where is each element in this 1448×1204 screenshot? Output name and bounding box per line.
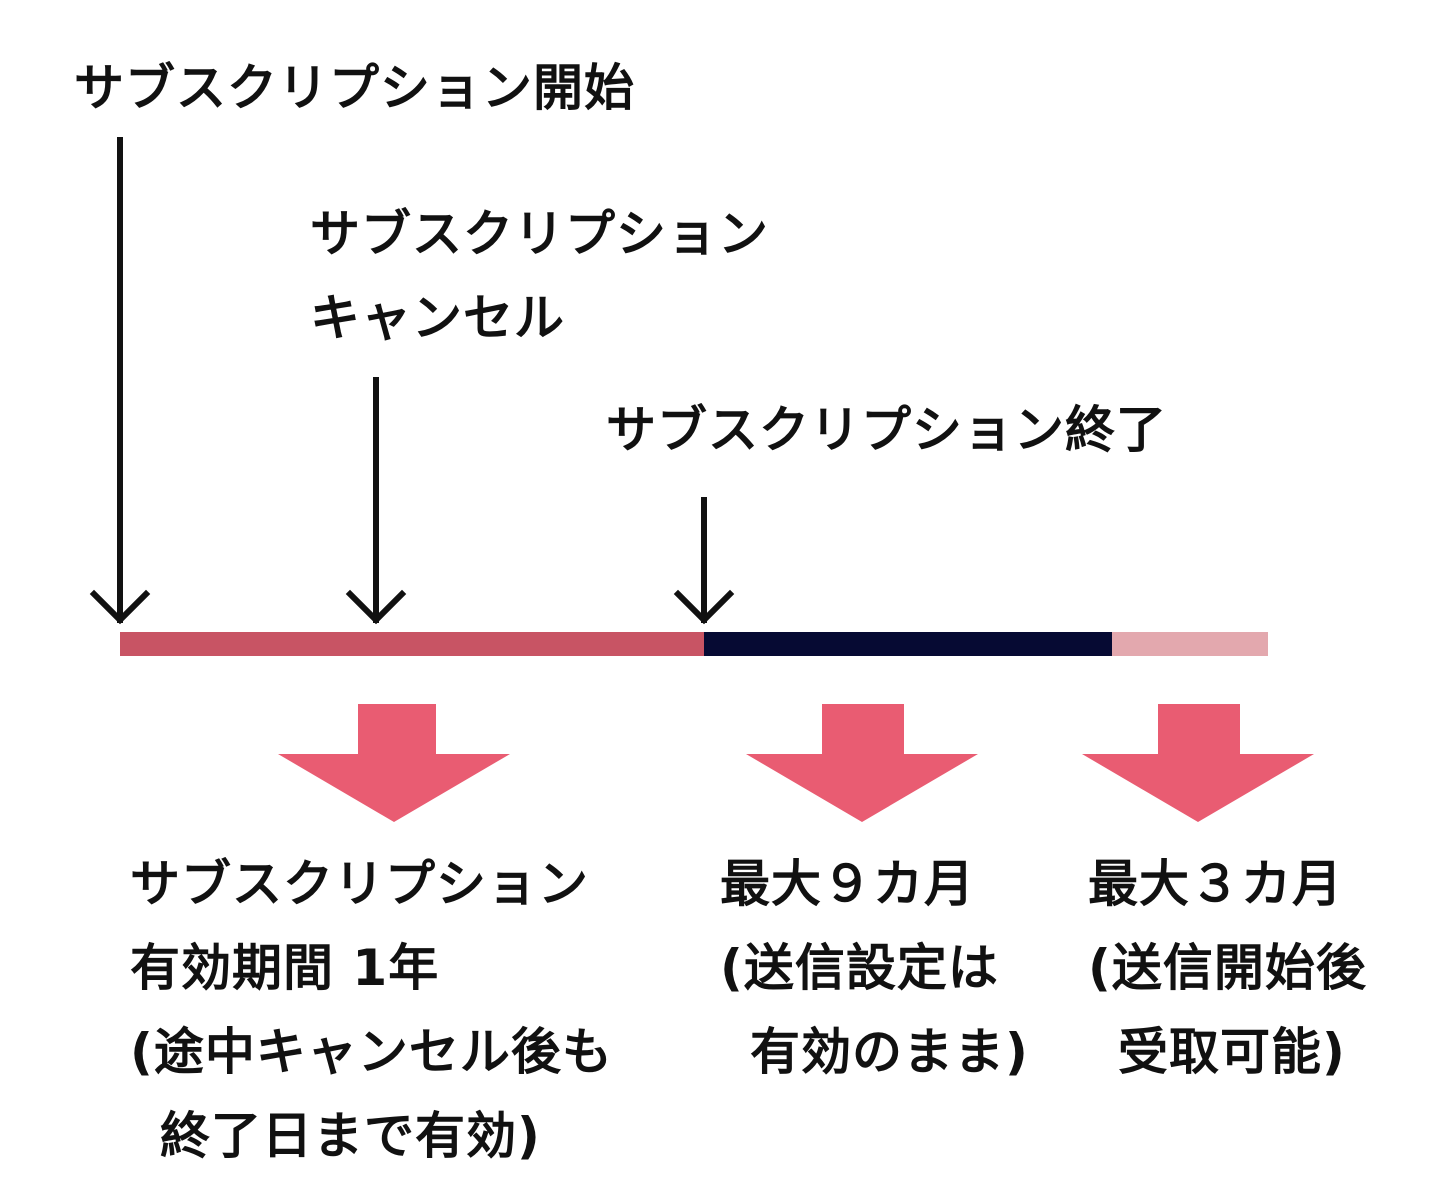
subscription-period-label: サブスクリプション 有効期間 1年 (途中キャンセル後も 終了日まで有効) [130,842,613,1178]
subscription-period-line-2: 有効期間 1年 [130,939,440,997]
down-arrow-icon [89,137,151,625]
big-down-arrow-icon [1082,704,1314,822]
receiving-period-label: 最大３カ月 (送信開始後 受取可能) [1088,842,1367,1094]
sending-period-line-3: 有効のまま) [750,1023,1029,1081]
start-event-label: サブスクリプション開始 [74,59,635,117]
sending-period-label: 最大９カ月 (送信設定は 有効のまま) [720,842,1029,1094]
receiving-period-line-2: (送信開始後 [1088,939,1367,997]
cancel-event-label: サブスクリプション キャンセル [310,192,769,360]
down-arrow-icon [345,377,407,625]
subscription-period-line-1: サブスクリプション [130,855,589,913]
cancel-event-label-line-2: キャンセル [310,289,565,347]
receiving-period-line-3: 受取可能) [1118,1023,1346,1081]
timeline-segment-receiving [1112,632,1268,656]
down-arrow-icon [673,497,735,625]
sending-period-line-1: 最大９カ月 [720,855,975,913]
subscription-period-line-3: (途中キャンセル後も [130,1023,613,1081]
timeline-segment-sending [704,632,1112,656]
receiving-period-line-1: 最大３カ月 [1088,855,1343,913]
big-down-arrow-icon [278,704,510,822]
subscription-period-line-4: 終了日まで有効) [160,1107,541,1165]
cancel-event-label-line-1: サブスクリプション [310,205,769,263]
timeline-segment-subscription [120,632,704,656]
big-down-arrow-icon [746,704,978,822]
sending-period-line-2: (送信設定は [720,939,999,997]
end-event-label: サブスクリプション終了 [606,401,1167,459]
